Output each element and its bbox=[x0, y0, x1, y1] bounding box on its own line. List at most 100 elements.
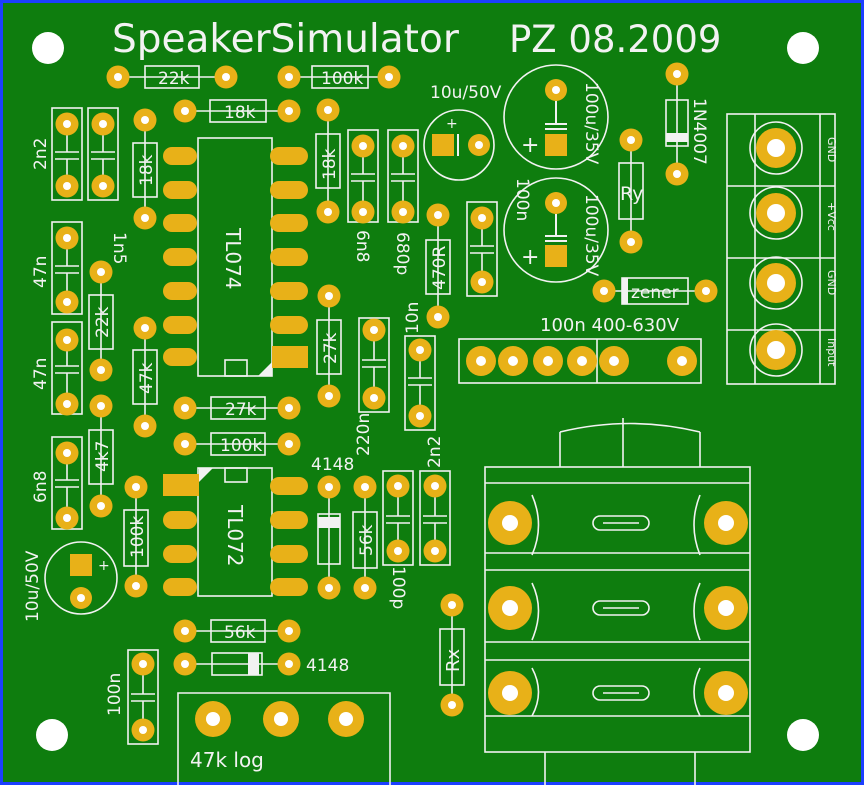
terminal-gnd-2-label: GND bbox=[825, 270, 838, 295]
svg-text:100k: 100k bbox=[321, 69, 363, 89]
resistor-18k-left: 18k bbox=[132, 108, 158, 230]
svg-text:100k: 100k bbox=[128, 516, 148, 558]
svg-text:10u/50V: 10u/50V bbox=[430, 83, 502, 103]
svg-text:TL074: TL074 bbox=[221, 227, 245, 290]
resistor-ry: Ry bbox=[618, 128, 644, 254]
svg-text:27k: 27k bbox=[225, 400, 257, 420]
resistor-27k-horizontal: 27k bbox=[173, 396, 301, 420]
resistor-22k-left: 22k bbox=[88, 260, 114, 382]
svg-text:100u/35V: 100u/35V bbox=[581, 194, 601, 277]
svg-text:56k: 56k bbox=[357, 524, 377, 556]
relay-socket bbox=[484, 418, 751, 785]
svg-text:6n8: 6n8 bbox=[31, 471, 51, 503]
resistor-470r: 470R bbox=[425, 203, 451, 329]
svg-text:27k: 27k bbox=[321, 332, 341, 364]
svg-text:+: + bbox=[446, 116, 458, 132]
resistor-4k7: 4k7 bbox=[88, 394, 114, 518]
svg-text:56k: 56k bbox=[224, 623, 256, 643]
capacitor-1n5: 1n5 bbox=[87, 107, 129, 264]
svg-text:22k: 22k bbox=[158, 69, 190, 89]
resistor-18k-mid: 18k bbox=[315, 98, 341, 224]
capacitor-10n: 10n bbox=[403, 302, 436, 431]
potentiometer-47k-log: 47k log bbox=[177, 692, 391, 785]
resistor-56k-vertical: 56k bbox=[352, 475, 378, 600]
resistor-100k-top: 100k bbox=[277, 65, 401, 89]
svg-text:2n2: 2n2 bbox=[425, 436, 445, 468]
capacitor-2n2-left: 2n2 bbox=[31, 107, 83, 201]
svg-text:100n: 100n bbox=[105, 673, 125, 716]
capacitor-100n-400-630v: 100n 400-630V bbox=[458, 315, 702, 384]
diode-4148-b: 4148 bbox=[173, 652, 349, 676]
capacitor-220n: 220n bbox=[354, 317, 390, 456]
capacitor-100u35v-top: + 100u/35V bbox=[503, 64, 609, 170]
capacitor-100n-mid: 100n bbox=[466, 178, 532, 297]
terminal-input-label: Input bbox=[825, 338, 838, 367]
svg-text:TL072: TL072 bbox=[223, 504, 247, 567]
resistor-47k: 47k bbox=[132, 316, 158, 438]
ic-tl072: TL072 bbox=[163, 467, 308, 597]
terminal-vcc-label: +Vcc bbox=[825, 202, 838, 231]
diode-1n4007: 1N4007 bbox=[665, 62, 709, 186]
svg-text:4148: 4148 bbox=[311, 455, 354, 475]
capacitor-47n-a: 47n bbox=[31, 221, 83, 315]
capacitor-100p: 100p bbox=[382, 470, 414, 609]
svg-text:Rx: Rx bbox=[443, 648, 464, 672]
capacitor-100n-bottom: 100n bbox=[105, 649, 159, 745]
svg-text:47k: 47k bbox=[137, 362, 157, 394]
resistor-100k-vertical: 100k bbox=[123, 475, 149, 598]
svg-text:1n5: 1n5 bbox=[109, 232, 129, 264]
resistor-22k-top: 22k bbox=[106, 65, 238, 89]
capacitor-6n8-left: 6n8 bbox=[31, 436, 83, 530]
board-title: SpeakerSimulator bbox=[112, 17, 460, 62]
svg-text:zener: zener bbox=[631, 283, 679, 303]
svg-text:+: + bbox=[521, 133, 539, 158]
svg-text:Ry: Ry bbox=[620, 183, 643, 205]
svg-text:47n: 47n bbox=[31, 256, 51, 288]
svg-text:18k: 18k bbox=[137, 154, 157, 186]
svg-text:22k: 22k bbox=[93, 306, 113, 338]
capacitor-10u50v-top: 10u/50V + bbox=[423, 83, 502, 181]
svg-text:4148: 4148 bbox=[306, 656, 349, 676]
ic-tl074: TL074 bbox=[163, 137, 308, 377]
svg-text:100n: 100n bbox=[512, 178, 532, 221]
capacitor-100u35v-bottom: + 100u/35V bbox=[503, 177, 609, 283]
resistor-27k-vertical: 27k bbox=[316, 284, 342, 408]
svg-text:10n: 10n bbox=[403, 302, 423, 334]
capacitor-47n-b: 47n bbox=[31, 321, 83, 416]
svg-text:100p: 100p bbox=[388, 566, 408, 609]
capacitor-2n2-mid: 2n2 bbox=[419, 436, 451, 566]
svg-text:470R: 470R bbox=[430, 246, 450, 290]
diode-4148-a: 4148 bbox=[311, 455, 354, 600]
svg-text:100k: 100k bbox=[220, 436, 262, 456]
resistor-rx: Rx bbox=[439, 593, 465, 717]
svg-text:47n: 47n bbox=[31, 358, 51, 390]
resistor-56k-horizontal: 56k bbox=[173, 619, 301, 643]
svg-text:220n: 220n bbox=[354, 413, 374, 456]
resistor-100k-mid: 100k bbox=[173, 432, 301, 456]
capacitor-6n8-top: 6n8 bbox=[347, 129, 379, 262]
svg-text:100u/35V: 100u/35V bbox=[581, 82, 601, 165]
resistor-18k-top: 18k bbox=[173, 99, 301, 123]
svg-text:1N4007: 1N4007 bbox=[689, 98, 709, 165]
svg-text:680p: 680p bbox=[392, 232, 412, 275]
svg-text:+: + bbox=[521, 245, 539, 270]
svg-text:18k: 18k bbox=[320, 148, 340, 180]
zener-diode: zener bbox=[592, 277, 718, 305]
svg-text:18k: 18k bbox=[224, 103, 256, 123]
svg-text:10u/50V: 10u/50V bbox=[23, 550, 43, 622]
svg-text:47k log: 47k log bbox=[190, 748, 264, 772]
svg-text:6n8: 6n8 bbox=[352, 230, 372, 262]
board-author-date: PZ 08.2009 bbox=[509, 18, 721, 61]
terminal-block: GND +Vcc GND Input bbox=[726, 113, 838, 385]
capacitor-10u50v-bottom: + 10u/50V bbox=[23, 541, 118, 622]
svg-text:+: + bbox=[98, 558, 110, 574]
svg-text:2n2: 2n2 bbox=[31, 138, 51, 170]
svg-text:4k7: 4k7 bbox=[93, 441, 113, 472]
capacitor-680p: 680p bbox=[387, 129, 419, 275]
terminal-gnd-1-label: GND bbox=[825, 137, 838, 162]
mounting-holes bbox=[32, 32, 819, 751]
